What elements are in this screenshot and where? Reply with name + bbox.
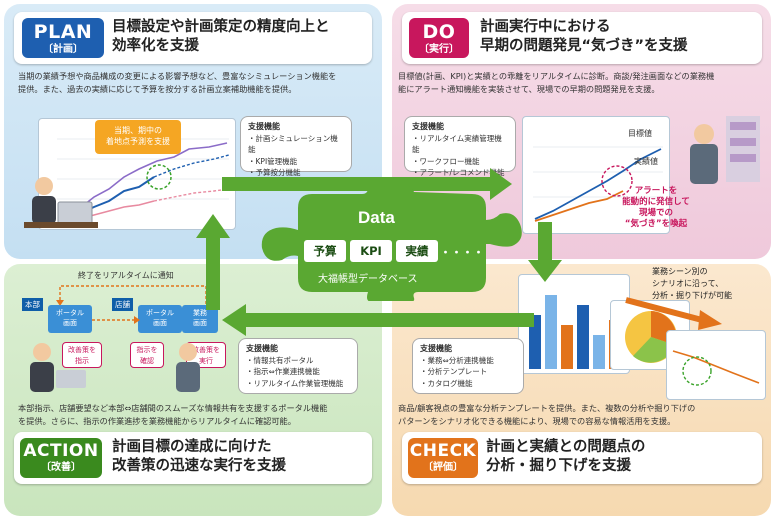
arrow-do-to-check: [538, 222, 552, 262]
center-chip-dots: ・・・・: [440, 244, 484, 260]
center-subtitle: 大福帳型データベース: [318, 270, 418, 285]
center-chip-budget: 予算: [304, 240, 346, 262]
center-chip-kpi: KPI: [350, 240, 392, 262]
arrow-check-to-action: [244, 313, 534, 327]
arrow-action-to-plan: [206, 236, 220, 310]
center-chip-actual: 実績: [396, 240, 438, 262]
center-data-title: Data: [358, 208, 395, 228]
